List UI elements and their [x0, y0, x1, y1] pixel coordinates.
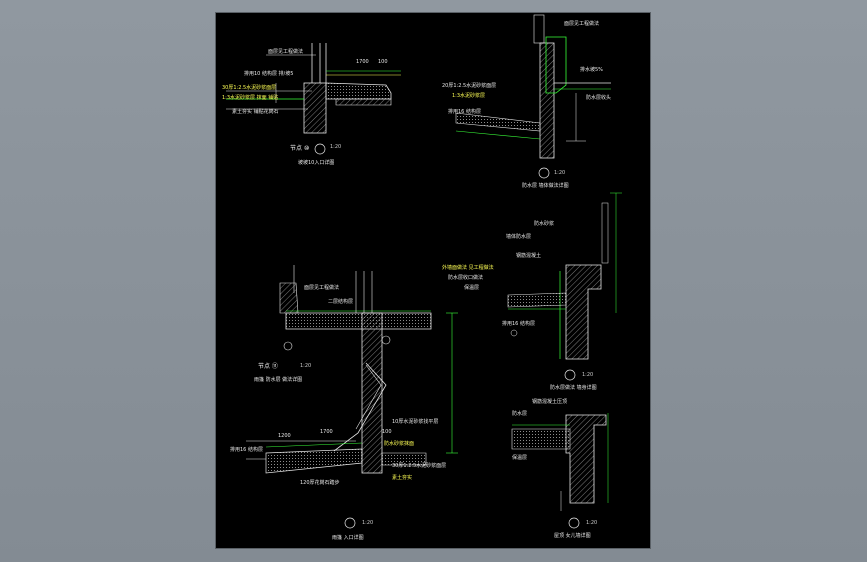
d1-scale: 1:20: [330, 144, 342, 150]
d1-label-6: 素土夯实 铺贴花岗石: [232, 109, 279, 115]
d2-scale: 1:20: [554, 170, 566, 176]
d1-label-0: 面层见工程做法: [268, 49, 304, 55]
d5-label-2: 保温层: [512, 455, 528, 461]
detail-3-drawing: [246, 265, 458, 529]
d1-label-4: 30厚1:2.5水泥砂浆面层: [222, 85, 277, 91]
detail-1-drawing: [226, 43, 401, 155]
drawing-sheet[interactable]: 面层见工程做法 1700 100 排用10 结构层 排/坡5 30厚1:2.5水…: [216, 13, 650, 548]
d4-scale: 1:20: [582, 372, 594, 378]
d3-label-6: 10厚水泥砂浆找平层: [392, 419, 439, 425]
d4-label-0: 防水砂浆: [534, 221, 555, 227]
d3-subtitle: 雨篷 防水层 做法详图: [254, 377, 303, 383]
d1-subtitle: 坡坡10入口详图: [298, 160, 335, 166]
d3-label-10: 排用16 结构层: [230, 447, 263, 453]
d1-caption: 节点 ⑩: [290, 145, 310, 152]
d3-scale-top: 1:20: [300, 363, 312, 369]
detail-4-drawing: [507, 192, 622, 381]
d4-label-3: 防水层收口做法: [448, 275, 484, 281]
d5-subtitle: 屋顶 女儿墙详图: [554, 533, 591, 539]
d5-label-1: 防水层: [512, 411, 528, 417]
d4-label-1: 墙体防水层: [506, 234, 532, 240]
d3-label-3: 1700: [320, 429, 333, 435]
d1-label-3: 排用10 结构层 排/坡5: [244, 71, 294, 77]
detail-5-drawing: [511, 413, 609, 529]
d3-label-5: 防水砂浆抹面: [384, 441, 415, 447]
d5-label-0: 钢筋混凝土压顶: [532, 399, 568, 405]
d1-label-2: 100: [378, 59, 388, 65]
d2-label-2: 20厚1:2.5水泥砂浆面层: [442, 83, 497, 89]
d3-label-1: 二层结构层: [328, 299, 354, 305]
d1-label-5: 1:3水泥砂浆层 抹面 铺贴: [222, 95, 279, 101]
d6-scale: 1:20: [362, 520, 374, 526]
d3-label-8: 120厚花岗石踏步: [300, 480, 340, 486]
d6-subtitle: 雨篷 入口详图: [332, 535, 364, 541]
d2-label-5: 防水层收头: [586, 95, 612, 101]
d3-caption: 节点 ⑪: [258, 363, 278, 370]
d2-label-0: 面层见工程做法: [564, 21, 600, 27]
d3-label-9: 素土夯实: [392, 475, 413, 481]
d5-scale: 1:20: [586, 520, 598, 526]
d3-label-0: 面层见工程做法: [304, 285, 340, 291]
d2-label-3: 1:3水泥砂浆层: [452, 93, 486, 99]
d4-label-5: 排用16 结构层: [502, 321, 535, 327]
d3-label-2: 1200: [278, 433, 291, 439]
d3-label-4: 100: [382, 429, 392, 435]
d4-subtitle: 防水层做法 墙身详图: [550, 385, 597, 391]
d2-label-1: 排水坡5%: [580, 67, 603, 73]
d3-label-7: 30厚1:2.5水泥砂浆面层: [392, 463, 447, 469]
d2-label-4: 排用16 结构层: [448, 109, 481, 115]
d4-label-6: 钢筋混凝土: [516, 253, 542, 259]
detail-2-drawing: [455, 14, 611, 179]
d4-label-4: 保温层: [464, 285, 480, 291]
d1-label-1: 1700: [356, 59, 369, 65]
drawing-canvas: [226, 14, 622, 529]
d2-subtitle: 防水层 墙体做法详图: [522, 183, 569, 189]
d4-label-2: 外墙面做法 见工程做法: [442, 265, 494, 271]
